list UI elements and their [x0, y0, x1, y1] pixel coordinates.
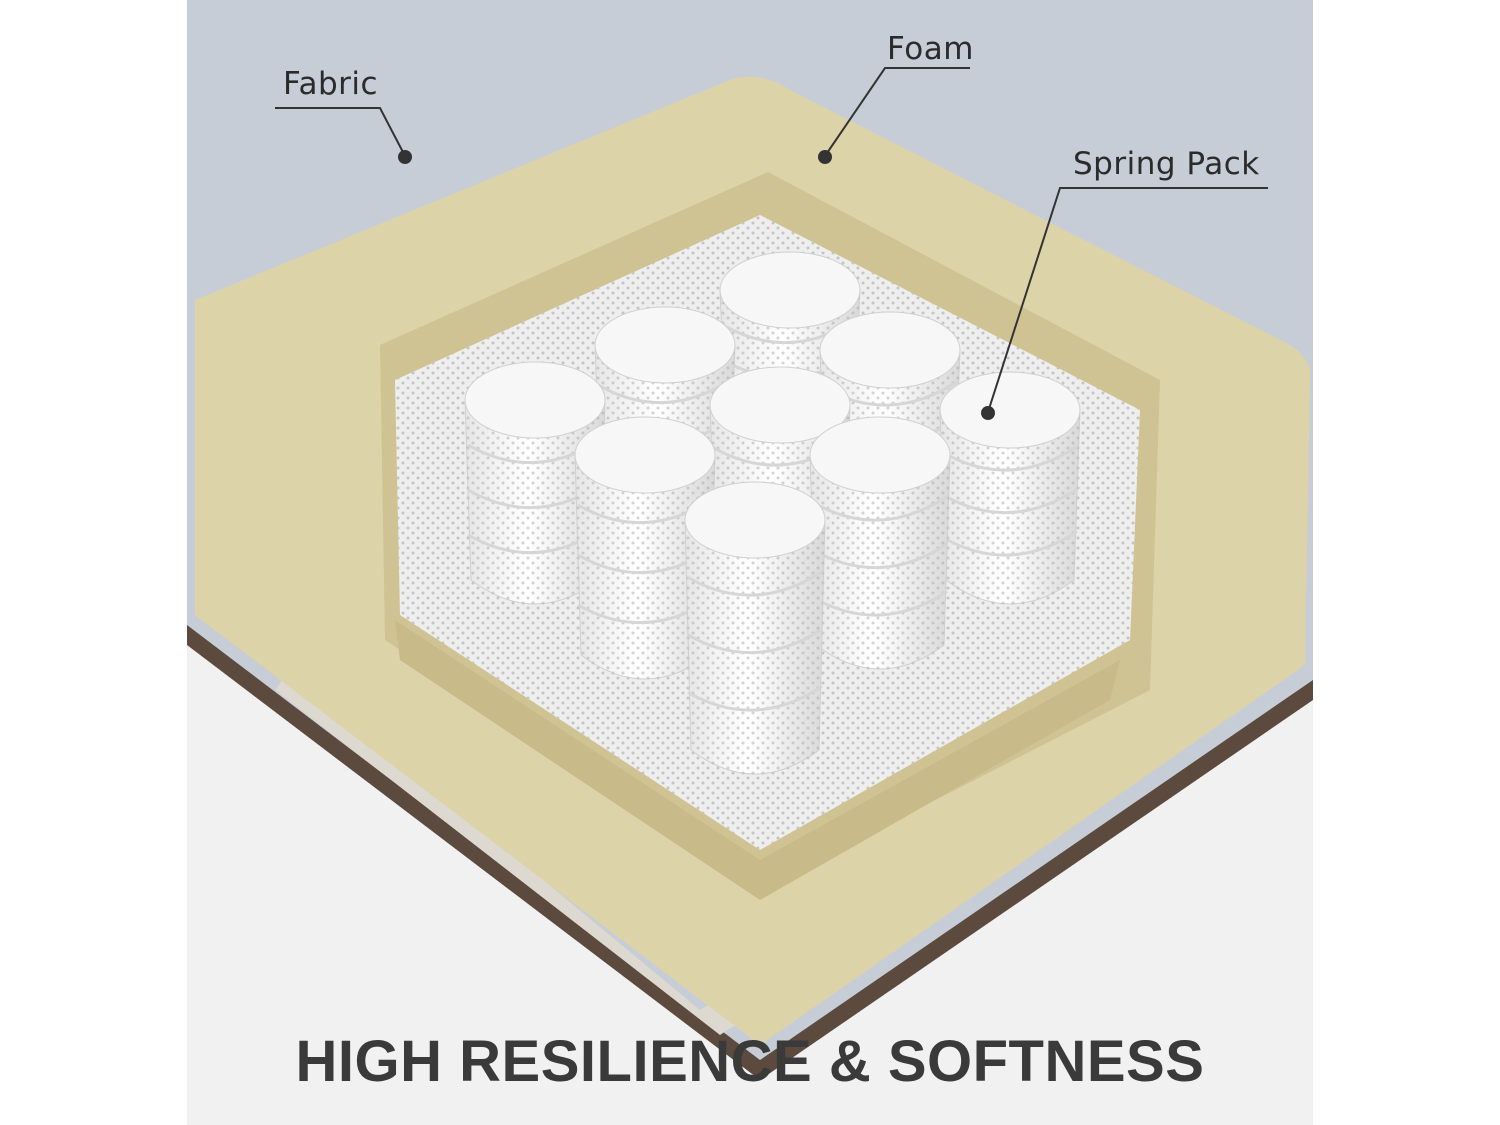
spring-coil: [810, 417, 950, 669]
fabric-label: Fabric: [283, 66, 378, 102]
spring-coil: [685, 482, 825, 774]
headline: HIGH RESILIENCE & SOFTNESS: [187, 1028, 1313, 1095]
spring-coil: [940, 372, 1080, 604]
spring-pack-marker: [981, 406, 995, 420]
foam-label: Foam: [887, 31, 974, 67]
foam-marker: [818, 150, 832, 164]
fabric-marker: [398, 150, 412, 164]
spring-pack-label: Spring Pack: [1073, 146, 1260, 182]
